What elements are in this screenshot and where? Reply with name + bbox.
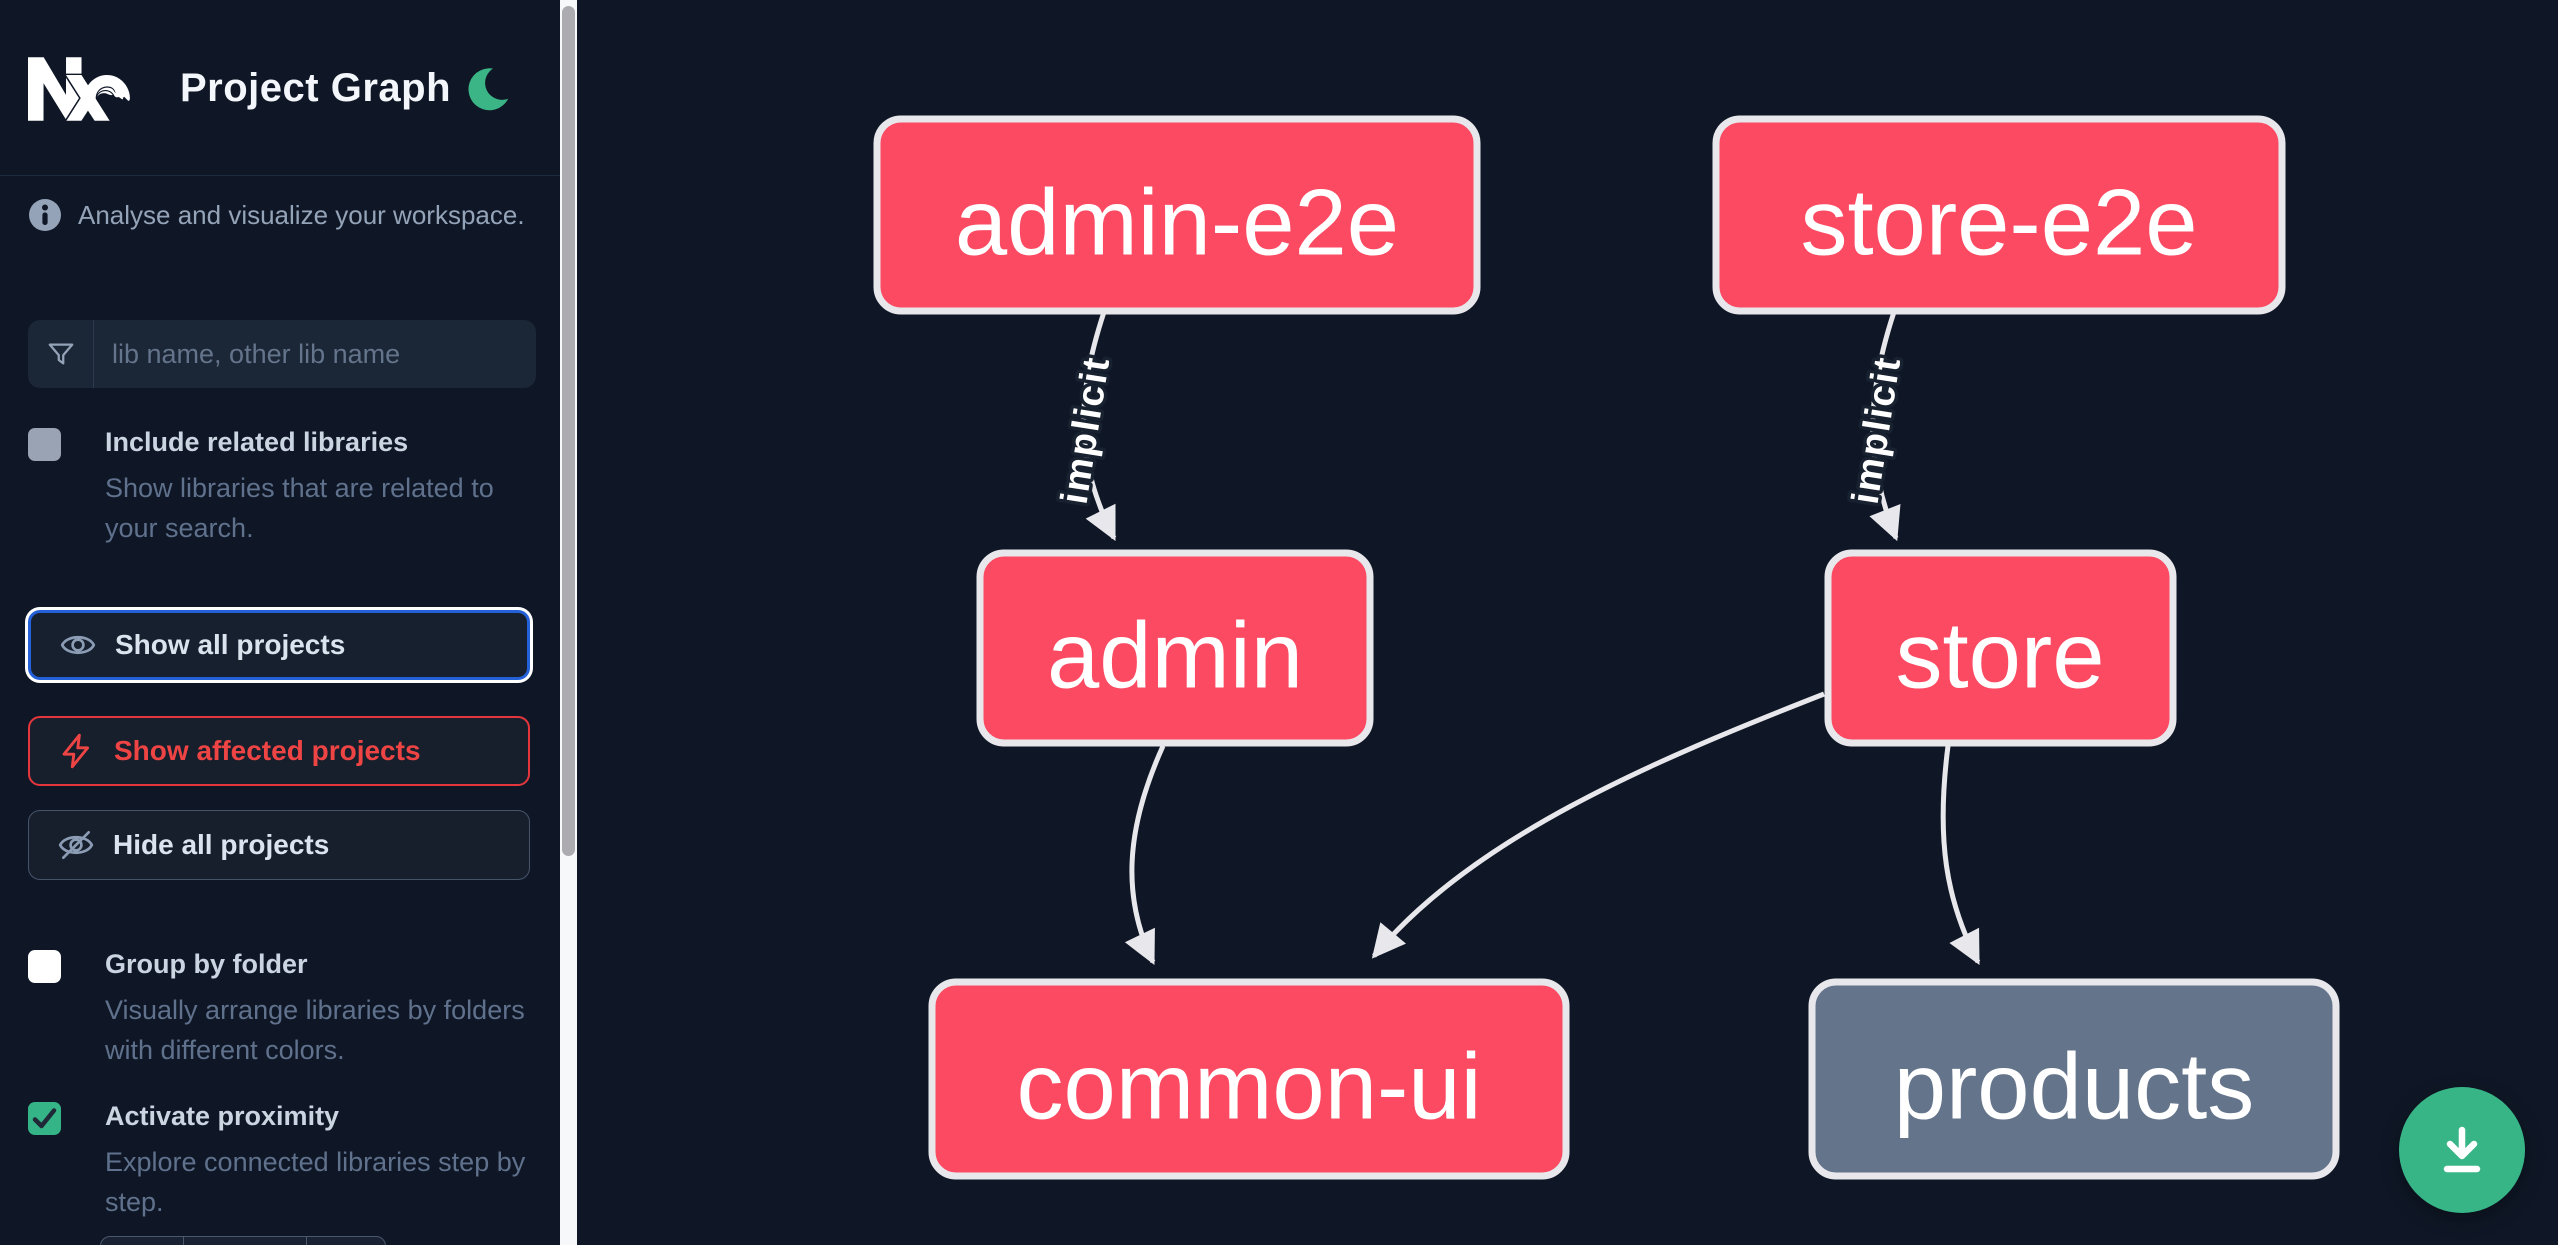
activate-proximity-label: Activate proximity <box>105 1101 340 1131</box>
proximity-increment-button[interactable] <box>306 1236 386 1245</box>
lightning-bolt-icon <box>62 733 90 769</box>
svg-text:store: store <box>1896 603 2105 708</box>
filter-funnel-icon <box>28 320 94 388</box>
graph-node-common-ui[interactable]: common-ui <box>928 978 1570 1180</box>
checkmark-icon <box>32 1108 57 1129</box>
workspace-tagline: Analyse and visualize your workspace. <box>28 198 525 232</box>
include-related-label: Include related libraries <box>105 427 409 457</box>
dark-mode-toggle[interactable] <box>464 60 520 116</box>
hide-all-projects-label: Hide all projects <box>113 829 330 860</box>
download-icon <box>2443 1126 2481 1173</box>
nx-logo-icon <box>28 57 130 121</box>
graph-node-admin[interactable]: admin <box>976 549 1374 747</box>
graph-node-store[interactable]: store <box>1824 549 2177 747</box>
include-related-checkbox[interactable] <box>28 428 61 461</box>
activate-proximity-row[interactable]: Activate proximity Explore connected lib… <box>28 1100 533 1222</box>
svg-text:store-e2e: store-e2e <box>1800 170 2197 275</box>
proximity-value-field <box>184 1236 306 1245</box>
sidebar: Project Graph Analyse and visualize your… <box>0 0 560 1245</box>
search-input[interactable] <box>94 320 536 388</box>
group-by-folder-label: Group by folder <box>105 949 308 979</box>
include-related-row[interactable]: Include related libraries Show libraries… <box>28 426 533 548</box>
eye-off-icon <box>58 830 94 860</box>
show-affected-projects-button[interactable]: Show affected projects <box>28 716 530 786</box>
svg-text:common-ui: common-ui <box>1017 1034 1482 1139</box>
tagline-text: Analyse and visualize your workspace. <box>78 199 525 230</box>
graph-node-store-e2e[interactable]: store-e2e <box>1712 115 2286 315</box>
proximity-depth-control <box>100 1236 386 1245</box>
page-title: Project Graph <box>180 66 452 110</box>
show-all-projects-button[interactable]: Show all projects <box>28 610 530 680</box>
moon-icon <box>468 65 520 111</box>
hide-all-projects-button[interactable]: Hide all projects <box>28 810 530 880</box>
svg-text:admin: admin <box>1047 603 1303 708</box>
activate-proximity-description: Explore connected libraries step by step… <box>105 1147 526 1217</box>
include-related-description: Show libraries that are related to your … <box>105 473 494 543</box>
group-by-folder-checkbox[interactable] <box>28 950 61 983</box>
group-by-folder-description: Visually arrange libraries by folders wi… <box>105 995 525 1065</box>
svg-text:products: products <box>1894 1034 2255 1139</box>
activate-proximity-checkbox[interactable] <box>28 1102 61 1135</box>
eye-icon <box>60 635 96 655</box>
proximity-decrement-button[interactable] <box>100 1236 184 1245</box>
sidebar-header: Project Graph <box>0 0 560 176</box>
show-all-projects-label: Show all projects <box>115 629 346 660</box>
sidebar-scrollbar-track[interactable] <box>560 0 577 1245</box>
sidebar-scrollbar-thumb[interactable] <box>562 6 575 856</box>
graph-node-products[interactable]: products <box>1808 978 2340 1180</box>
search-box <box>28 320 536 388</box>
graph-node-admin-e2e[interactable]: admin-e2e <box>873 115 1481 315</box>
download-graph-button[interactable] <box>2399 1087 2525 1213</box>
info-icon <box>29 199 61 231</box>
show-affected-projects-label: Show affected projects <box>114 735 421 766</box>
svg-text:admin-e2e: admin-e2e <box>955 170 1399 275</box>
group-by-folder-row[interactable]: Group by folder Visually arrange librari… <box>28 948 533 1070</box>
